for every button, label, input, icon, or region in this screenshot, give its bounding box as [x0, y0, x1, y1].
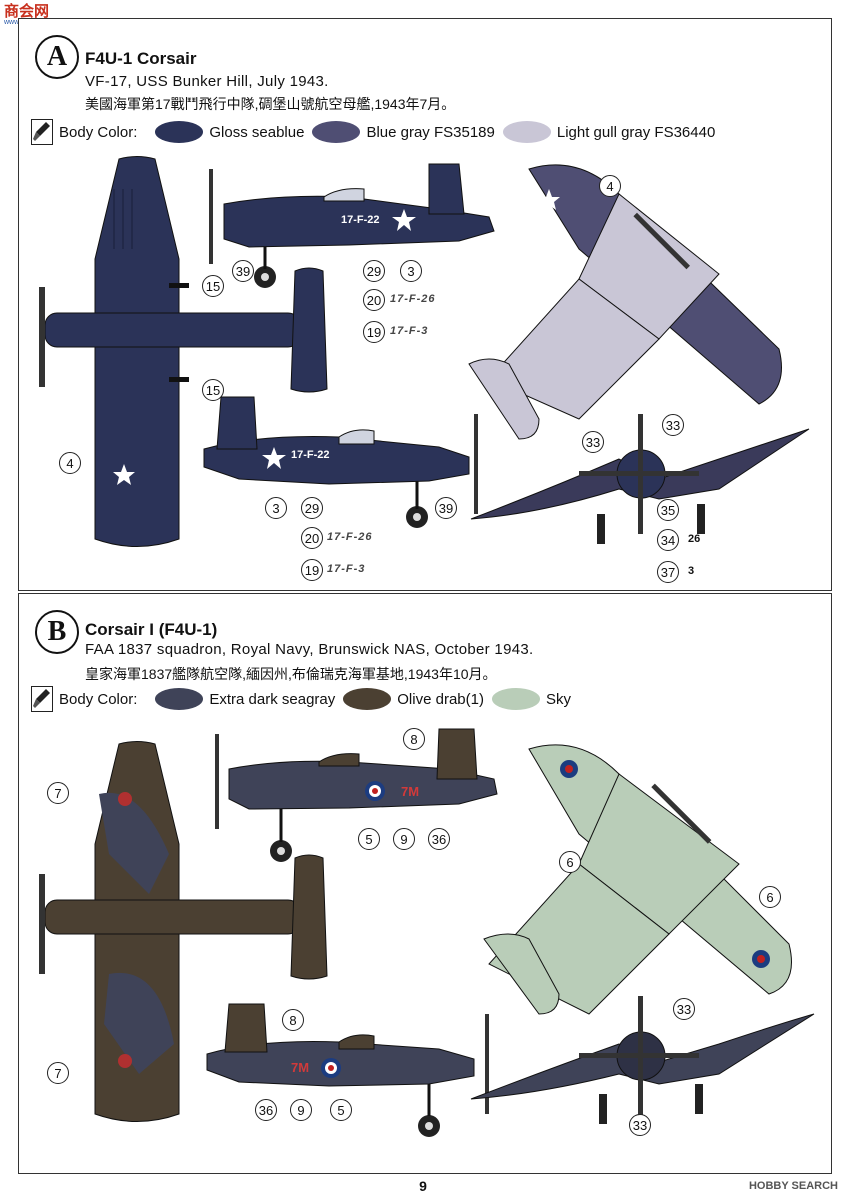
color-swatch-blue-gray — [312, 121, 361, 143]
decal-callout: 35 — [657, 499, 679, 521]
color-name: Gloss seablue — [209, 123, 305, 141]
decal-callout: 36 — [255, 1099, 277, 1121]
decal-callout: 29 — [363, 260, 385, 282]
scheme-subtitle-b: FAA 1837 squadron, Royal Navy, Brunswick… — [85, 641, 534, 658]
decal-callout: 33 — [662, 414, 684, 436]
marking-option-code: 17-F-26 — [327, 531, 373, 543]
decal-callout: 19 — [301, 559, 323, 581]
scheme-chinese-b: 皇家海軍1837艦隊航空隊,緬因州,布倫瑞克海軍基地,1943年10月。 — [85, 666, 497, 682]
scheme-letter-a: A — [35, 35, 79, 79]
decal-callout: 20 — [301, 527, 323, 549]
marking-code: 7M — [401, 784, 420, 799]
decal-callout: 7 — [47, 1062, 69, 1084]
paintbrush-icon — [31, 686, 53, 712]
marking-code: 7M — [291, 1060, 310, 1075]
decal-callout: 6 — [759, 886, 781, 908]
footer-watermark: HOBBY SEARCH — [748, 1180, 838, 1192]
color-name: Extra dark seagray — [209, 690, 336, 708]
decal-callout: 20 — [363, 289, 385, 311]
body-color-label: Body Color: — [59, 690, 138, 708]
scheme-title-b: Corsair I (F4U-1) — [85, 620, 218, 639]
decal-callout: 33 — [629, 1114, 651, 1136]
color-name: Olive drab(1) — [397, 690, 484, 708]
color-name: Blue gray FS35189 — [366, 123, 495, 141]
decal-callout: 4 — [599, 175, 621, 197]
aircraft-front-view — [470, 996, 815, 1124]
panel-a: A F4U-1 Corsair VF-17, USS Bunker Hill, … — [18, 18, 832, 591]
decal-callout: 3 — [400, 260, 422, 282]
decal-callout: 9 — [290, 1099, 312, 1121]
panel-b: B Corsair I (F4U-1) FAA 1837 squadron, R… — [18, 593, 832, 1174]
decal-callout: 15 — [202, 379, 224, 401]
decal-callout: 39 — [232, 260, 254, 282]
decal-callout: 8 — [403, 728, 425, 750]
aircraft-side-view-1 — [215, 728, 498, 862]
decal-callout: 7 — [47, 782, 69, 804]
marking-option-code: 17-F-3 — [327, 563, 366, 575]
decal-callout: 33 — [673, 998, 695, 1020]
color-swatch-extra-dark-seagray — [155, 688, 204, 710]
color-swatch-olive-drab — [343, 688, 392, 710]
aircraft-side-view-1 — [209, 163, 495, 288]
paintbrush-icon — [31, 119, 53, 145]
decal-callout: 4 — [59, 452, 81, 474]
marking-number: 3 — [688, 565, 695, 577]
decal-callout: 39 — [435, 497, 457, 519]
marking-option-code: 17-F-3 — [390, 325, 429, 337]
watermark-line1: 商会网 — [4, 3, 50, 20]
decal-callout: 36 — [428, 828, 450, 850]
decal-callout: 37 — [657, 561, 679, 583]
aircraft-drawings-a — [39, 156, 810, 547]
decal-callout: 5 — [330, 1099, 352, 1121]
marking-option-code: 17-F-26 — [390, 293, 436, 305]
decal-callout: 33 — [582, 431, 604, 453]
aircraft-front-view — [470, 414, 810, 544]
color-name: Light gull gray FS36440 — [556, 123, 716, 141]
decal-callout: 19 — [363, 321, 385, 343]
aircraft-drawings-b — [39, 728, 815, 1137]
decal-callout: 3 — [265, 497, 287, 519]
aircraft-side-view-2 — [203, 396, 478, 528]
color-name: Sky — [545, 690, 571, 708]
marking-number: 26 — [688, 533, 701, 545]
color-swatch-sky — [491, 688, 540, 710]
decal-callout: 6 — [559, 851, 581, 873]
body-color-row-b: Body Color: Extra dark seagray Olive dra… — [31, 686, 571, 712]
color-swatch-light-gull-gray — [502, 121, 551, 143]
decal-callout: 8 — [282, 1009, 304, 1031]
marking-side-code: 17-F-22 — [291, 449, 330, 461]
body-color-row-a: Body Color: Gloss seablue Blue gray FS35… — [31, 119, 715, 145]
aircraft-underside-view — [483, 744, 792, 1015]
scheme-chinese-a: 美國海軍第17戰鬥飛行中隊,碉堡山號航空母艦,1943年7月。 — [85, 96, 456, 112]
marking-side-code: 17-F-22 — [341, 214, 380, 226]
decal-callout: 5 — [358, 828, 380, 850]
aircraft-underside-view — [468, 164, 782, 440]
aircraft-side-view-2 — [206, 1003, 489, 1137]
scheme-title-a: F4U-1 Corsair — [85, 49, 197, 68]
scheme-subtitle-a: VF-17, USS Bunker Hill, July 1943. — [85, 73, 329, 90]
decal-callout: 9 — [393, 828, 415, 850]
decal-callout: 29 — [301, 497, 323, 519]
aircraft-top-view — [39, 156, 328, 547]
body-color-label: Body Color: — [59, 123, 138, 141]
decal-callout: 15 — [202, 275, 224, 297]
scheme-letter-b: B — [35, 610, 79, 654]
aircraft-top-view — [39, 741, 328, 1122]
color-swatch-gloss-seablue — [155, 121, 204, 143]
page-number: 9 — [419, 1178, 427, 1194]
decal-callout: 34 — [657, 529, 679, 551]
